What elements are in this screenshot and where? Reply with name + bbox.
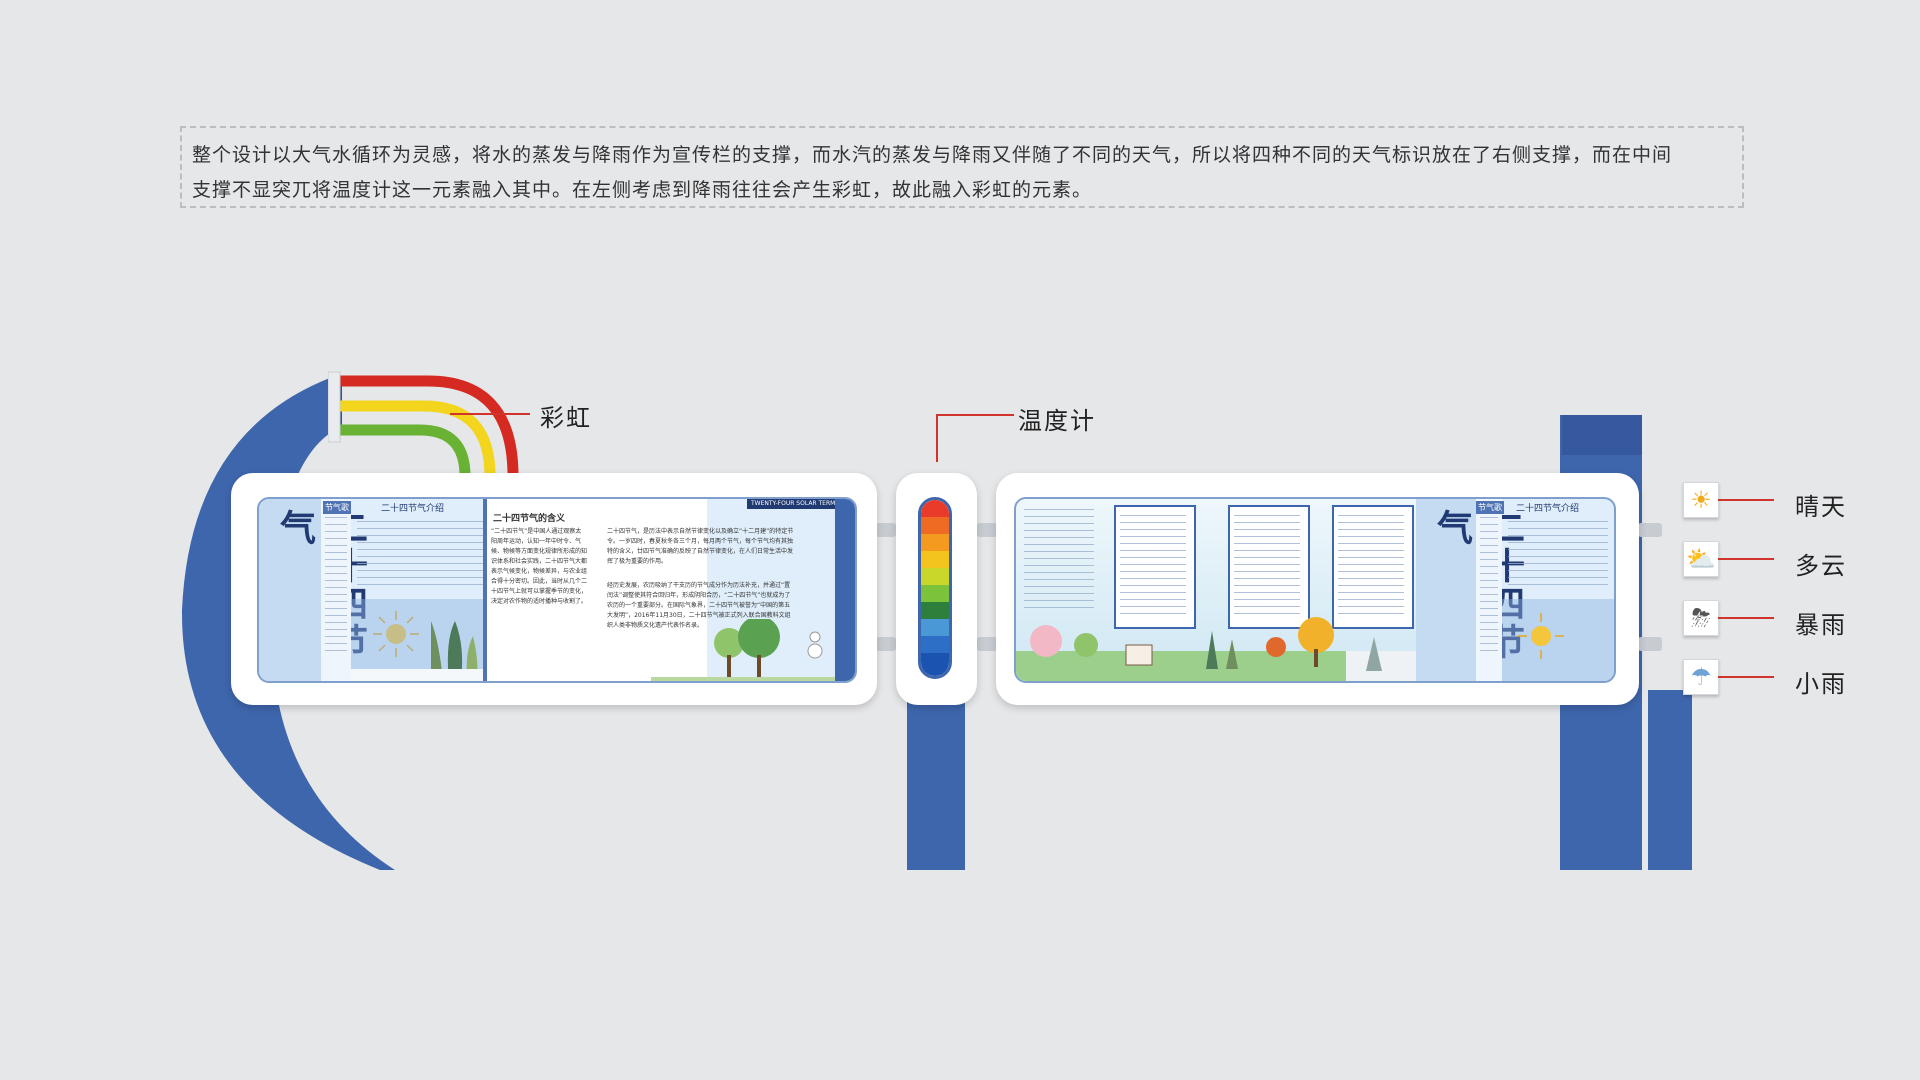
connector bbox=[876, 637, 896, 651]
cloudy-label: 多云 bbox=[1795, 552, 1847, 580]
cloudy-leader bbox=[1718, 558, 1774, 560]
right-title-strip bbox=[1416, 499, 1476, 681]
thermometer-panel bbox=[896, 473, 977, 705]
panorama-card-text bbox=[1338, 515, 1404, 615]
right-board-panel: 二十四节气 节气歌 二十四节气介绍 bbox=[996, 473, 1639, 705]
snow-ground bbox=[351, 669, 483, 681]
park-illustration bbox=[651, 619, 855, 681]
right-intro-heading: 二十四节气介绍 bbox=[1516, 504, 1580, 514]
left-board-screen: 二十四节气 节气歌 二十四节气介绍 二十四节气的含义 “二十四节气”是中国人通过… bbox=[257, 497, 857, 683]
seasons-landscape bbox=[1016, 617, 1416, 681]
rainbow-label: 彩虹 bbox=[540, 404, 592, 432]
connector bbox=[1638, 637, 1662, 651]
thermometer-leader-h bbox=[936, 414, 1014, 416]
right-edge-band bbox=[835, 499, 855, 681]
right-lower-post bbox=[1648, 690, 1692, 870]
left-song-heading: 节气歌 bbox=[323, 501, 351, 514]
right-support-cap bbox=[1562, 415, 1642, 455]
cloudy-icon: ⛅ bbox=[1683, 541, 1719, 577]
left-title-strip bbox=[259, 499, 321, 681]
thermometer-leader-v bbox=[936, 414, 938, 462]
meaning-para-2: 二十四节气，是历法中表示自然节律变化以及确立“十二月建”的特定节令。一岁四时，春… bbox=[607, 528, 794, 565]
connector bbox=[1638, 523, 1662, 537]
sun-icon bbox=[373, 611, 419, 657]
intro-line-2: 支撑不显突兀将温度计这一元素融入其中。在左侧考虑到降雨往往会产生彩虹，故此融入彩… bbox=[192, 179, 1093, 201]
storm-leader bbox=[1718, 617, 1774, 619]
intro-text-box: 整个设计以大气水循环为灵感，将水的蒸发与降雨作为宣传栏的支撑，而水汽的蒸发与降雨… bbox=[180, 126, 1744, 208]
thermometer bbox=[918, 497, 952, 679]
right-board-screen: 二十四节气 节气歌 二十四节气介绍 bbox=[1014, 497, 1616, 683]
right-sky-band bbox=[1502, 599, 1614, 681]
connector bbox=[876, 523, 896, 537]
sun-icon bbox=[1518, 613, 1564, 659]
left-intro-heading: 二十四节气介绍 bbox=[381, 504, 445, 514]
english-banner: TWENTY-FOUR SOLAR TERMS bbox=[747, 499, 844, 509]
rainbow-leader bbox=[450, 413, 530, 415]
right-song-heading: 节气歌 bbox=[1476, 501, 1504, 514]
storm-icon: ⛈ bbox=[1683, 600, 1719, 636]
light-rain-label: 小雨 bbox=[1795, 670, 1847, 698]
intro-line-1: 整个设计以大气水循环为灵感，将水的蒸发与降雨作为宣传栏的支撑，而水汽的蒸发与降雨… bbox=[192, 144, 1673, 166]
thermometer-label: 温度计 bbox=[1018, 407, 1096, 435]
sunny-icon: ☀ bbox=[1683, 482, 1719, 518]
meaning-para-3: 经历史发展，农历吸纳了干支历的节气成分作为历法补充，并通过“置闰法”调整使其符合… bbox=[607, 582, 791, 629]
meaning-para-1: “二十四节气”是中国人通过观察太阳周年运动，认知一年中时令、气候、物候等方面变化… bbox=[491, 528, 587, 605]
meaning-heading: 二十四节气的含义 bbox=[493, 514, 566, 524]
panorama-card-text bbox=[1120, 515, 1186, 615]
rainbow bbox=[328, 371, 519, 477]
sunny-label: 晴天 bbox=[1795, 493, 1847, 521]
meaning-section bbox=[483, 499, 707, 681]
middle-support bbox=[907, 690, 965, 870]
light-rain-icon: ☂ bbox=[1683, 659, 1719, 695]
light-rain-leader bbox=[1718, 676, 1774, 678]
panorama-col-1 bbox=[1024, 509, 1094, 609]
sunny-leader bbox=[1718, 499, 1774, 501]
left-board-panel: 二十四节气 节气歌 二十四节气介绍 二十四节气的含义 “二十四节气”是中国人通过… bbox=[231, 473, 877, 705]
connector bbox=[977, 523, 997, 537]
song-text bbox=[325, 517, 347, 657]
right-intro-body bbox=[1508, 521, 1608, 591]
meaning-section-divider bbox=[483, 499, 487, 681]
panorama-card-text bbox=[1234, 515, 1300, 615]
storm-label: 暴雨 bbox=[1795, 611, 1847, 639]
right-song-text bbox=[1480, 517, 1498, 657]
connector bbox=[977, 637, 997, 651]
